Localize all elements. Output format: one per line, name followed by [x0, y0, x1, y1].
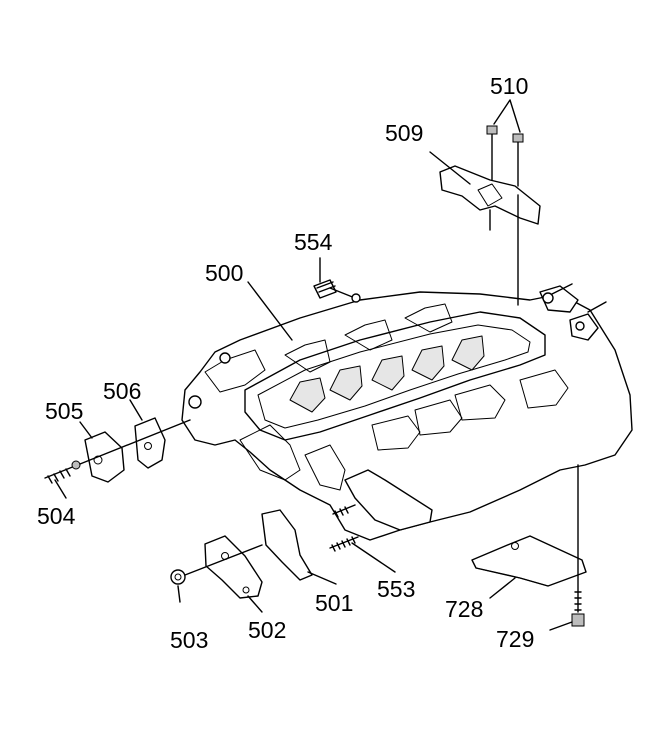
- callout-500: 500: [205, 260, 244, 286]
- callout-509: 509: [385, 120, 424, 146]
- flange-bracket: [344, 469, 433, 531]
- callout-554: 554: [294, 229, 333, 255]
- cover-505: [84, 431, 125, 483]
- callout-510: 510: [490, 73, 529, 99]
- bracket-509: [439, 165, 541, 231]
- leader-lines: [54, 99, 573, 631]
- gasket-501: [261, 509, 313, 581]
- fitting-554: [313, 279, 361, 303]
- callout-506: 506: [103, 378, 142, 404]
- plate-502: [204, 535, 263, 599]
- callout-501: 501: [315, 590, 354, 616]
- cover-728: [471, 535, 587, 587]
- stud-553: [329, 504, 359, 552]
- bolt-729: [571, 464, 585, 627]
- gasket-506: [134, 417, 166, 469]
- bolt-504: [44, 419, 191, 484]
- intake-manifold-500: [181, 283, 633, 541]
- callout-503: 503: [170, 627, 209, 653]
- callout-729: 729: [496, 626, 535, 652]
- callout-553: 553: [377, 576, 416, 602]
- bolts-510: [486, 125, 524, 306]
- callout-502: 502: [248, 617, 287, 643]
- callout-504: 504: [37, 503, 76, 529]
- nut-503: [170, 544, 263, 585]
- callout-505: 505: [45, 398, 84, 424]
- callout-728: 728: [445, 596, 484, 622]
